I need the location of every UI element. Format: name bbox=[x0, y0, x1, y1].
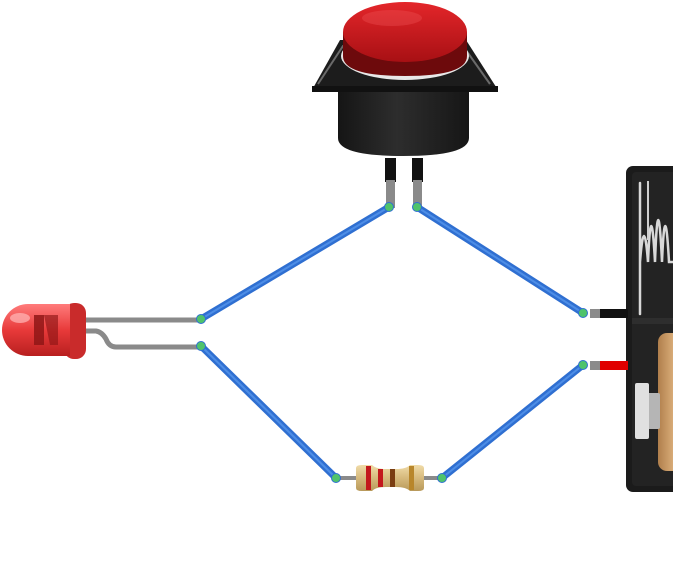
endpoint-button-left[interactable] bbox=[384, 202, 394, 212]
battery-lead-black bbox=[590, 309, 628, 318]
battery-holder bbox=[626, 166, 673, 492]
wire-led-button[interactable] bbox=[197, 203, 393, 323]
wire-endpoints bbox=[196, 202, 588, 483]
endpoint-battery-red[interactable] bbox=[578, 360, 588, 370]
pushbutton bbox=[312, 2, 498, 208]
wire-led-resistor[interactable] bbox=[197, 342, 340, 482]
led bbox=[2, 303, 201, 359]
pushbutton-icon bbox=[312, 2, 498, 156]
resistor-icon bbox=[356, 465, 424, 491]
endpoint-resistor-left[interactable] bbox=[331, 473, 341, 483]
endpoint-resistor-right[interactable] bbox=[437, 473, 447, 483]
endpoint-battery-black[interactable] bbox=[578, 308, 588, 318]
resistor bbox=[336, 465, 442, 491]
endpoint-button-right[interactable] bbox=[412, 202, 422, 212]
endpoint-led-anode[interactable] bbox=[196, 314, 206, 324]
battery-lead-red bbox=[590, 361, 628, 370]
wire-resistor-battery[interactable] bbox=[438, 361, 587, 482]
endpoint-led-cathode[interactable] bbox=[196, 341, 206, 351]
led-icon bbox=[2, 303, 86, 359]
wire-button-battery[interactable] bbox=[413, 203, 587, 317]
battery-icon bbox=[626, 166, 673, 492]
